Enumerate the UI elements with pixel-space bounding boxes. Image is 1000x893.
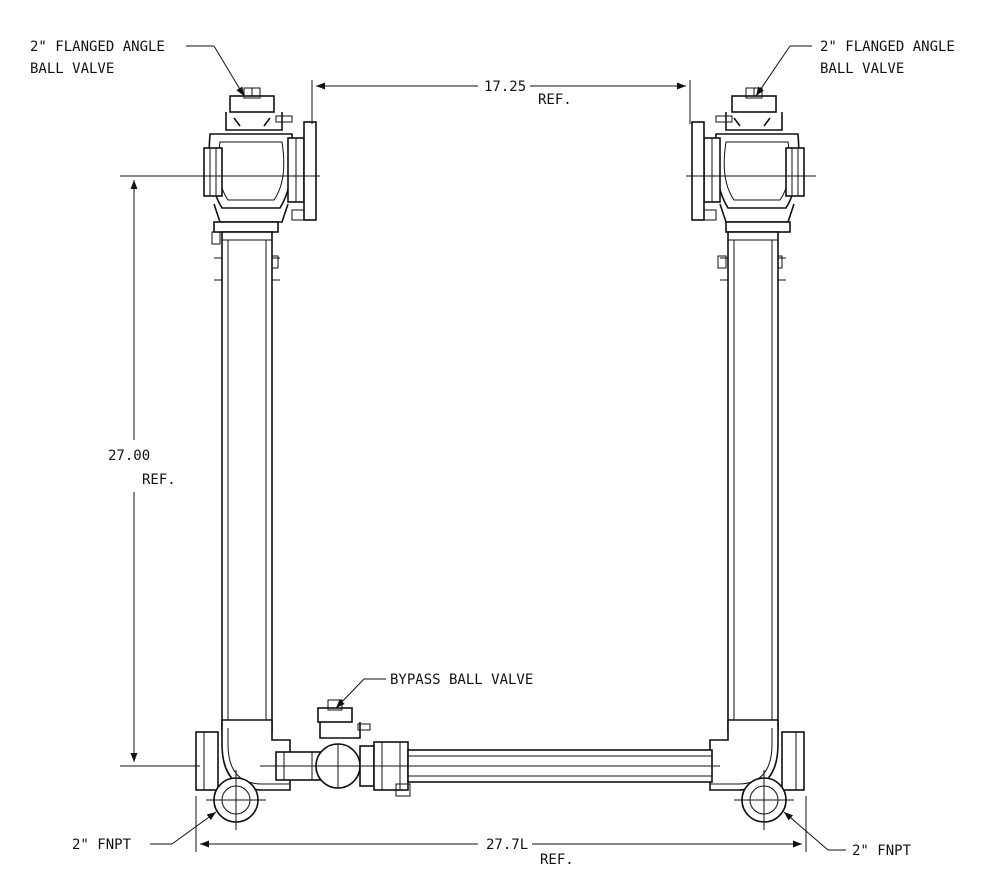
callout-fnpt-right-leader [783, 811, 846, 851]
callout-right-valve-line1: 2" FLANGED ANGLE [820, 39, 955, 55]
callout-left-valve-line1: 2" FLANGED ANGLE [30, 39, 165, 55]
left-riser-pipe [214, 231, 280, 733]
callout-fnpt-left: 2" FNPT [72, 837, 132, 853]
dimension-top-width-value: 17.25 [484, 79, 526, 95]
dimension-bottom-width [195, 796, 807, 852]
bypass-ball-valve [315, 699, 411, 797]
dimension-bottom-width-ref: REF. [540, 852, 574, 868]
callout-right-valve-line2: BALL VALVE [820, 61, 904, 77]
callout-bypass-valve-leader [335, 678, 386, 709]
bypass-line [260, 699, 720, 797]
dimension-height-ref: REF. [142, 472, 176, 488]
dimension-top-width [311, 80, 691, 124]
right-riser-assembly [686, 87, 816, 830]
dimension-height-value: 27.00 [108, 448, 150, 464]
callout-fnpt-left-leader [150, 811, 217, 845]
left-riser-assembly [190, 87, 320, 830]
left-elbow [195, 719, 291, 830]
right-elbow [709, 719, 805, 830]
callout-left-valve-leader [186, 45, 245, 97]
left-angle-ball-valve [190, 87, 320, 269]
callout-bypass-valve: BYPASS BALL VALVE [390, 672, 533, 688]
callout-fnpt-right: 2" FNPT [852, 843, 912, 859]
callout-left-valve-line2: BALL VALVE [30, 61, 114, 77]
dimension-height [120, 175, 208, 767]
right-angle-ball-valve [686, 87, 816, 269]
callout-right-valve-leader [755, 45, 812, 97]
right-riser-pipe [720, 231, 786, 733]
dimension-bottom-width-value: 27.7L [486, 837, 528, 853]
dimension-top-width-ref: REF. [538, 92, 572, 108]
